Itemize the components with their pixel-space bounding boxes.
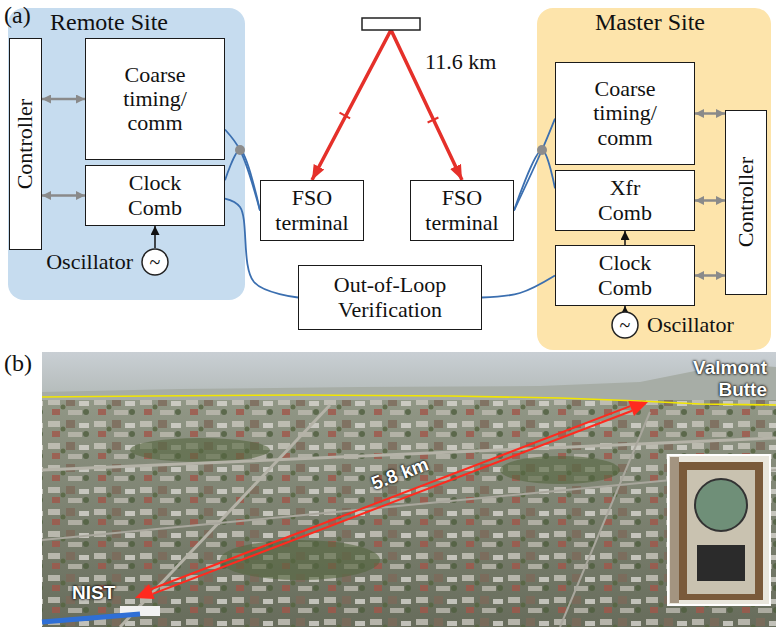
site-label: NIST — [72, 582, 115, 604]
oscillator-symbol-text: ~ — [620, 315, 631, 335]
terminal-electronics — [697, 545, 745, 581]
inset-photo — [668, 455, 770, 605]
controller-box: Controller — [9, 38, 42, 250]
tree-area — [500, 456, 620, 484]
connector — [482, 276, 555, 298]
process-box: Xfr Comb — [555, 170, 695, 231]
region-heading: Master Site — [595, 9, 771, 35]
connector — [514, 119, 555, 211]
distance-arrow — [153, 411, 632, 594]
connector — [695, 274, 725, 277]
connector — [154, 226, 156, 248]
inset-wall — [670, 457, 679, 603]
beam-tick — [340, 113, 351, 119]
ridge-line — [42, 395, 776, 405]
oscillator-label: Oscillator — [46, 250, 133, 274]
box-label: Controller — [734, 157, 758, 247]
box-label: FSO terminal — [416, 186, 508, 234]
arrow-head — [135, 584, 155, 599]
box-label: Controller — [13, 99, 37, 189]
mirror — [362, 18, 420, 30]
connector — [695, 199, 725, 202]
connector — [225, 130, 260, 211]
photo-sky — [42, 352, 776, 400]
beam-tick — [428, 118, 439, 123]
connector — [225, 150, 260, 211]
process-box: Clock Comb — [555, 245, 695, 306]
oscillator-symbol: ~ Oscillator — [611, 309, 771, 341]
oscillator-outline — [612, 312, 638, 338]
site-region: Master SiteCoarse timing/ commXfr Comb Co… — [537, 8, 771, 350]
oscillator-label: Oscillator — [647, 313, 734, 337]
terminal-box: FSO terminal — [410, 180, 514, 241]
fiber-coupler — [537, 145, 547, 155]
box-label: Out-of-Loop Verification — [315, 273, 465, 321]
site-label: Valmont Butte — [655, 357, 767, 401]
process-box: Coarse timing/ comm — [555, 62, 695, 165]
connector — [624, 231, 626, 245]
connector — [695, 112, 725, 115]
connector — [42, 98, 85, 101]
process-box: Coarse timing/ comm — [85, 38, 225, 160]
tree-area — [130, 438, 270, 462]
connector — [514, 150, 555, 211]
city-texture — [42, 400, 776, 627]
controller-box: Controller — [725, 110, 767, 295]
region-heading: Remote Site — [50, 9, 245, 35]
connector — [225, 199, 298, 298]
terminal-housing — [679, 462, 763, 600]
panel-label: (a) — [4, 2, 31, 28]
oscillator-symbol-text: ~ — [150, 252, 161, 272]
box-label: FSO terminal — [266, 186, 358, 234]
terminal-box: FSO terminal — [260, 180, 364, 241]
process-box: Clock Comb — [85, 165, 225, 226]
oscillator-outline — [142, 249, 168, 275]
site-region: Remote SiteController Coarse timing/ comm… — [8, 8, 245, 300]
nist-marker — [42, 614, 140, 622]
photo-ground — [42, 352, 776, 627]
oscillator-symbol: Oscillator ~ — [23, 246, 169, 278]
box-label: Xfr Comb — [590, 176, 660, 224]
distance-arrow — [151, 406, 630, 589]
panel-label: (b) — [4, 350, 32, 376]
housing-interior — [687, 470, 755, 594]
telescope-window — [695, 479, 747, 531]
box-label: Clock Comb — [105, 171, 205, 219]
box-label: Coarse timing/ comm — [105, 63, 205, 136]
arrow-head — [628, 401, 648, 416]
process-box: Out-of-Loop Verification — [298, 265, 482, 330]
road — [560, 412, 650, 627]
connector — [624, 306, 626, 311]
box-label: Clock Comb — [575, 251, 675, 299]
fiber-coupler — [235, 145, 245, 155]
distance-label: 11.6 km — [425, 50, 496, 74]
mountain-range — [42, 364, 776, 400]
box-label: Coarse timing/ comm — [575, 77, 675, 150]
connector — [42, 194, 85, 197]
